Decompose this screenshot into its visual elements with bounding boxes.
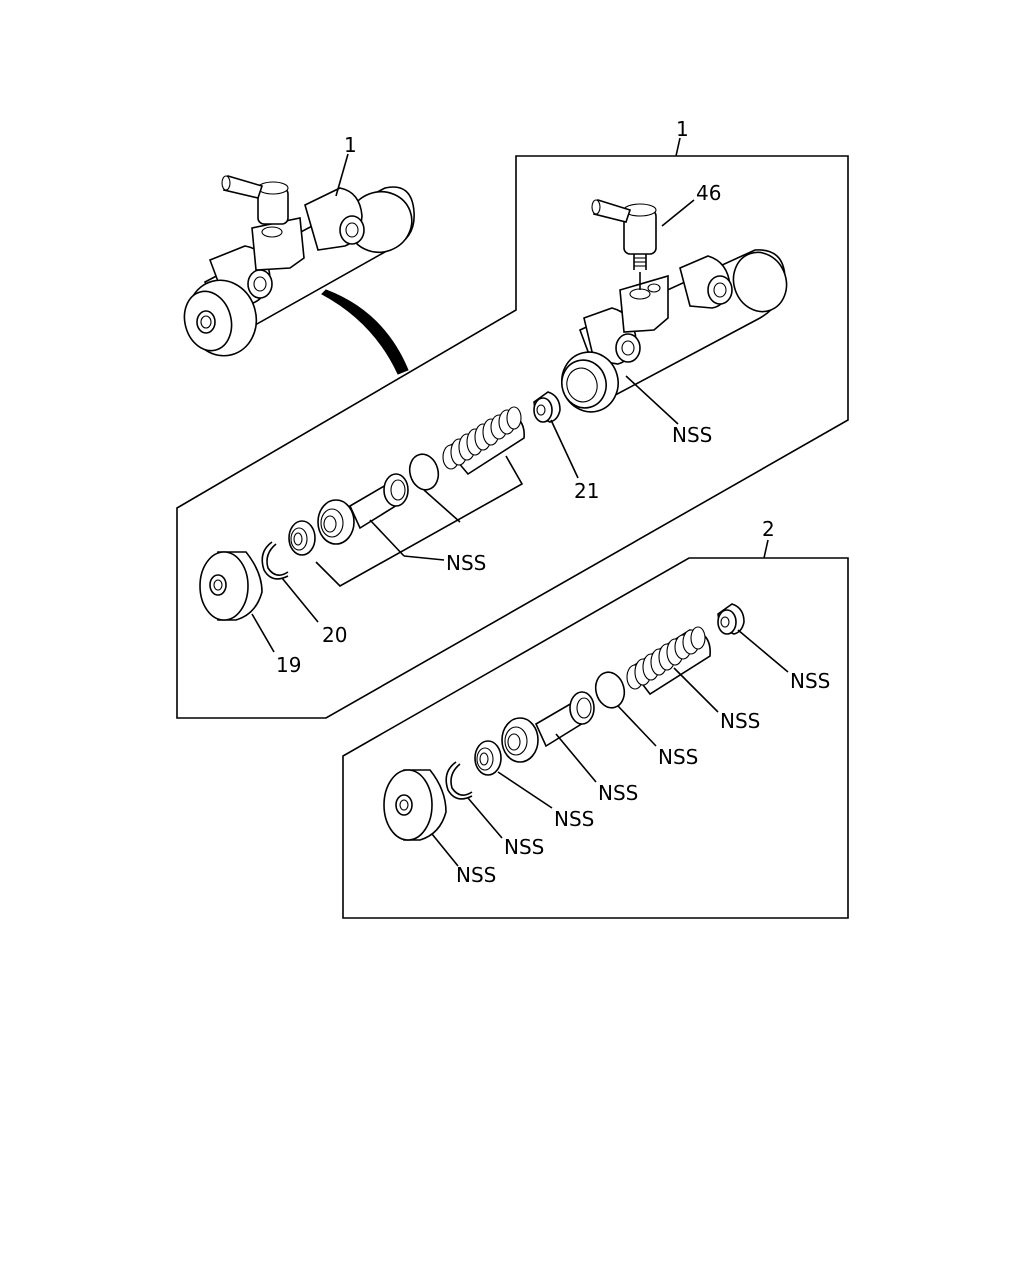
kit-label: 2 <box>762 517 775 541</box>
kit-cup-leader <box>617 705 657 747</box>
kit-ref-tick <box>763 539 769 559</box>
end-cap-label: 19 <box>276 653 301 677</box>
kit-spring <box>626 626 711 696</box>
kit-cap-leader <box>431 833 459 867</box>
kit-valve-leader <box>737 629 789 673</box>
secondary-seal <box>288 520 316 556</box>
exploded-group-ref-tick <box>675 137 681 157</box>
cylinder-body <box>578 249 788 402</box>
assembled-leader <box>335 153 349 197</box>
check-valve <box>533 391 561 423</box>
end-cap <box>199 551 263 621</box>
piston-bracket-leader <box>369 519 405 557</box>
kit-piston-leader <box>555 733 597 783</box>
cup-bracket-leader <box>423 489 461 523</box>
kit-valve <box>717 603 745 635</box>
kit-seal-label: NSS <box>554 807 594 831</box>
body-nss-label: NSS <box>672 423 712 447</box>
snap-ring <box>261 541 289 580</box>
kit-ring-label: NSS <box>504 835 544 859</box>
body-nss-leader <box>625 375 679 425</box>
reservoir-fitting <box>591 198 657 290</box>
kit-piston-label: NSS <box>598 781 638 805</box>
piston <box>317 473 409 545</box>
kit-seal <box>474 740 502 776</box>
kit-seal-leader <box>497 771 553 809</box>
snap-ring-label: 20 <box>322 623 347 647</box>
kit-snap-ring <box>445 761 473 800</box>
kit-spring-label: NSS <box>720 709 760 733</box>
exploded-group-label: 1 <box>676 117 689 141</box>
piston-group-nss-label: NSS <box>446 551 486 575</box>
piston-group-bracket <box>315 455 524 587</box>
kit-cup <box>594 671 626 709</box>
exploded-group-frame <box>176 155 849 719</box>
pointer-arrow <box>321 289 409 375</box>
kit-spring-leader <box>673 667 719 713</box>
piston-group-leader <box>403 555 445 561</box>
kit-end-cap <box>383 769 447 841</box>
valve-label: 21 <box>574 479 599 503</box>
end-cap-leader <box>251 613 275 653</box>
kit-ring-leader <box>467 797 503 839</box>
kit-valve-label: NSS <box>790 669 830 693</box>
kit-cap-label: NSS <box>456 863 496 887</box>
kit-piston <box>501 691 595 763</box>
assembled-cylinder <box>183 175 415 357</box>
kit-frame <box>342 557 849 919</box>
primary-cup <box>408 453 440 491</box>
fitting-label: 46 <box>696 181 721 205</box>
snap-ring-leader <box>281 577 319 623</box>
return-spring <box>442 406 525 476</box>
valve-leader <box>550 419 579 479</box>
body-seal-ring <box>561 351 619 413</box>
kit-cup-label: NSS <box>658 745 698 769</box>
fitting-leader <box>661 199 695 227</box>
assembled-unit-label: 1 <box>344 133 357 157</box>
